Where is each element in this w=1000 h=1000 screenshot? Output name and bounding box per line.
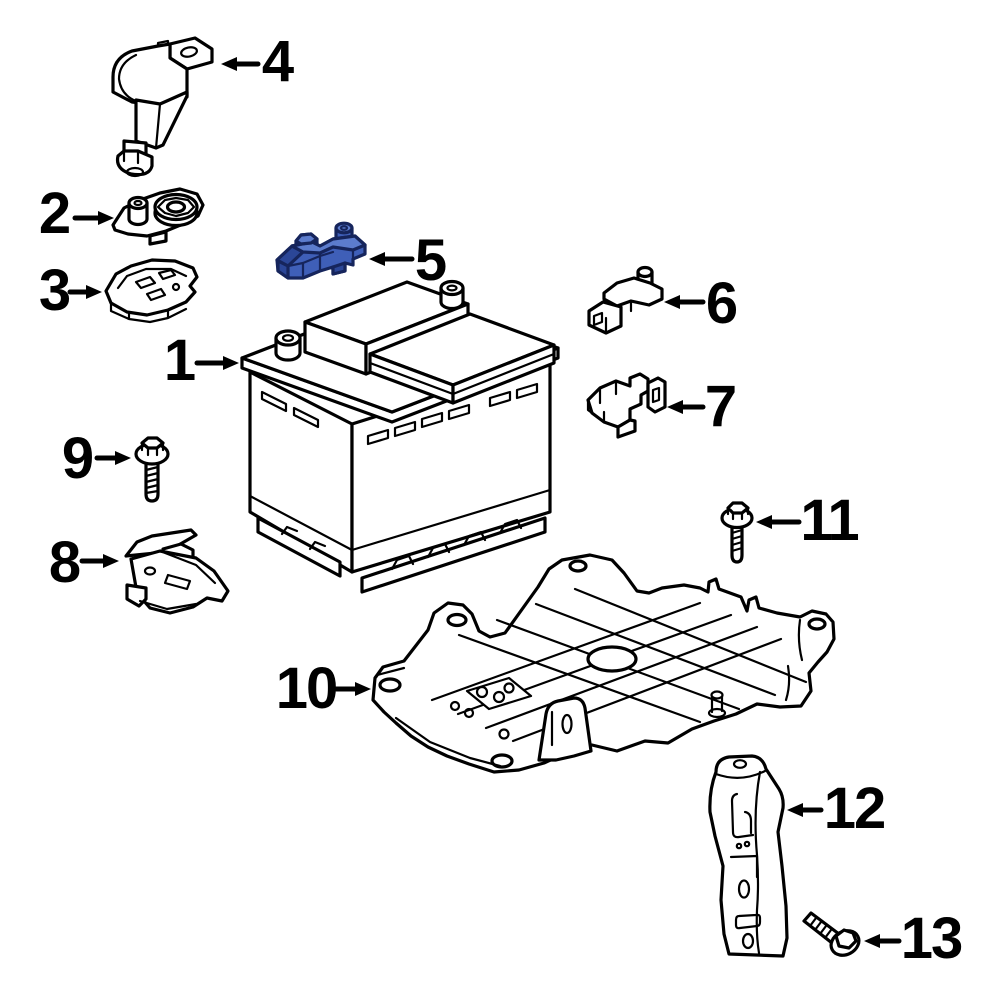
callout-label-7[interactable]: 7 xyxy=(704,374,737,439)
callout-arrow-4 xyxy=(221,57,261,71)
callout-label-1[interactable]: 1 xyxy=(163,328,196,393)
callout-label-10[interactable]: 10 xyxy=(275,656,338,721)
part-5-battery-terminal-connector-highlighted[interactable] xyxy=(275,221,367,280)
callout-arrow-3 xyxy=(67,285,102,299)
part-2-battery-terminal[interactable] xyxy=(111,187,205,246)
callout-arrow-1 xyxy=(194,356,239,370)
part-10-battery-tray[interactable] xyxy=(371,553,836,774)
callout-label-6[interactable]: 6 xyxy=(705,271,738,336)
callout-label-3[interactable]: 3 xyxy=(38,258,71,323)
callout-arrow-5 xyxy=(369,252,415,266)
callout-label-2[interactable]: 2 xyxy=(38,181,71,246)
callout-arrow-9 xyxy=(94,451,131,465)
callout-label-11[interactable]: 11 xyxy=(800,488,859,553)
callout-arrow-6 xyxy=(664,295,706,309)
part-12-battery-support-bracket[interactable] xyxy=(708,754,789,958)
part-9-hold-down-bolt[interactable] xyxy=(134,436,170,503)
callout-arrow-12 xyxy=(787,803,824,817)
part-6-terminal-bracket[interactable] xyxy=(587,265,664,335)
part-11-tray-bolt[interactable] xyxy=(720,501,754,564)
callout-label-13[interactable]: 13 xyxy=(900,906,963,971)
callout-arrows xyxy=(67,57,902,948)
part-7-mounting-bracket[interactable] xyxy=(586,372,667,439)
part-13-support-bracket-bolt[interactable] xyxy=(802,911,863,960)
callout-label-9[interactable]: 9 xyxy=(61,426,94,491)
part-8-battery-hold-down-clamp[interactable] xyxy=(124,528,230,615)
callout-arrow-11 xyxy=(756,515,802,529)
callout-label-12[interactable]: 12 xyxy=(823,776,886,841)
callout-arrow-2 xyxy=(72,211,114,225)
callout-arrow-8 xyxy=(79,554,119,568)
part-3-terminal-fuse-block[interactable] xyxy=(104,258,199,324)
callout-arrow-13 xyxy=(864,934,902,948)
callout-label-4[interactable]: 4 xyxy=(261,29,294,94)
callout-label-8[interactable]: 8 xyxy=(48,530,81,595)
callout-label-5[interactable]: 5 xyxy=(414,228,447,293)
callout-arrow-10 xyxy=(333,682,371,696)
callout-arrow-7 xyxy=(667,400,706,414)
part-4-battery-terminal-cover[interactable] xyxy=(111,36,214,178)
part-1-battery[interactable] xyxy=(240,279,560,594)
